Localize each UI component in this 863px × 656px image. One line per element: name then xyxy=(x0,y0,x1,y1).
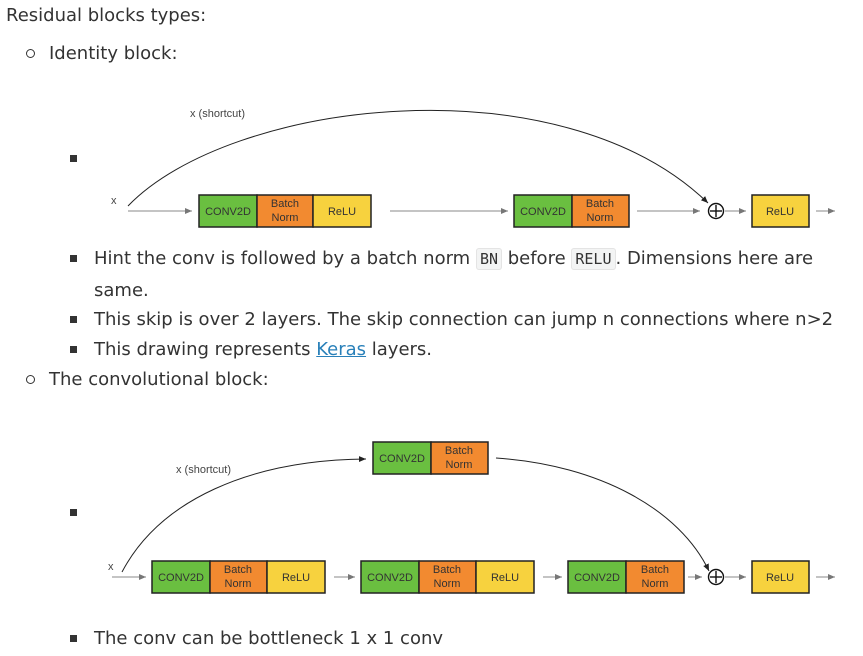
box-label: CONV2D xyxy=(158,572,204,584)
conv2d-box xyxy=(372,441,432,475)
box-label: Norm xyxy=(642,578,669,590)
relu-box xyxy=(475,560,535,594)
identity-block-label: Identity block: xyxy=(49,43,178,64)
box-label: ReLU xyxy=(766,206,794,218)
box-label: ReLU xyxy=(282,572,310,584)
relu-box xyxy=(751,560,810,594)
box-label: CONV2D xyxy=(520,206,566,218)
drawing-part: This drawing represents xyxy=(94,339,317,360)
bullet-circle xyxy=(26,49,35,58)
box-label: Batch xyxy=(641,564,669,576)
shortcut-arc xyxy=(121,456,367,573)
input-label: x xyxy=(108,561,114,573)
bullet-square xyxy=(70,346,77,353)
box-label: Batch xyxy=(271,198,299,210)
shortcut-arc xyxy=(127,110,709,207)
conv-block-diagram: x (shortcut) x CONV2D Batch Norm CONV2D … xyxy=(108,441,835,594)
skip-text: This skip is over 2 layers. The skip con… xyxy=(94,309,834,330)
relu-box xyxy=(266,560,326,594)
box-label: CONV2D xyxy=(379,453,425,465)
bullet-square xyxy=(70,255,77,262)
hint-part: Hint the conv is followed by a batch nor… xyxy=(94,248,476,269)
box-label: Norm xyxy=(272,212,299,224)
batchnorm-box xyxy=(209,560,268,594)
section-heading: Residual blocks types: xyxy=(6,5,207,26)
relu-box xyxy=(751,194,810,228)
bullet-circle xyxy=(26,375,35,384)
box-label: Norm xyxy=(446,459,473,471)
drawing-text: This drawing represents Keras layers. xyxy=(94,338,432,362)
bullet-square xyxy=(70,635,77,642)
bottleneck-text: The conv can be bottleneck 1 x 1 conv xyxy=(94,628,444,649)
batchnorm-box xyxy=(625,560,685,594)
box-label: ReLU xyxy=(491,572,519,584)
conv2d-box xyxy=(198,194,258,228)
input-label: x xyxy=(111,195,117,207)
drawing-part: layers. xyxy=(366,339,433,360)
bullet-square xyxy=(70,509,77,516)
box-label: Batch xyxy=(445,445,473,457)
box-label: Norm xyxy=(587,212,614,224)
box-label: Norm xyxy=(225,578,252,590)
keras-link[interactable]: Keras xyxy=(316,339,367,360)
box-label: Norm xyxy=(434,578,461,590)
hint-text: Hint the conv is followed by a batch nor… xyxy=(94,247,813,271)
box-label: CONV2D xyxy=(367,572,413,584)
box-label: Batch xyxy=(433,564,461,576)
box-label: Batch xyxy=(224,564,252,576)
relu-box xyxy=(312,194,372,228)
batchnorm-box xyxy=(571,194,630,228)
box-label: ReLU xyxy=(766,572,794,584)
box-label: ReLU xyxy=(328,206,356,218)
identity-block-diagram: x (shortcut) x CONV2D Batch Norm ReLU CO… xyxy=(111,108,835,228)
conv-block-label: The convolutional block: xyxy=(49,369,269,390)
shortcut-arc xyxy=(495,457,710,572)
box-label: CONV2D xyxy=(574,572,620,584)
hint-part: . Dimensions here are xyxy=(615,248,814,269)
code-relu: RELU xyxy=(571,248,616,270)
bullet-square xyxy=(70,316,77,323)
bullet-square xyxy=(70,155,77,162)
shortcut-label: x (shortcut) xyxy=(190,108,245,120)
box-label: CONV2D xyxy=(205,206,251,218)
batchnorm-box xyxy=(256,194,314,228)
conv2d-box xyxy=(513,194,573,228)
code-bn: BN xyxy=(475,248,502,270)
shortcut-label: x (shortcut) xyxy=(176,464,231,476)
hint-text-line2: same. xyxy=(94,280,149,301)
box-label: Batch xyxy=(586,198,614,210)
batchnorm-box xyxy=(430,441,489,475)
conv2d-box xyxy=(151,560,211,594)
hint-part: before xyxy=(502,248,572,269)
